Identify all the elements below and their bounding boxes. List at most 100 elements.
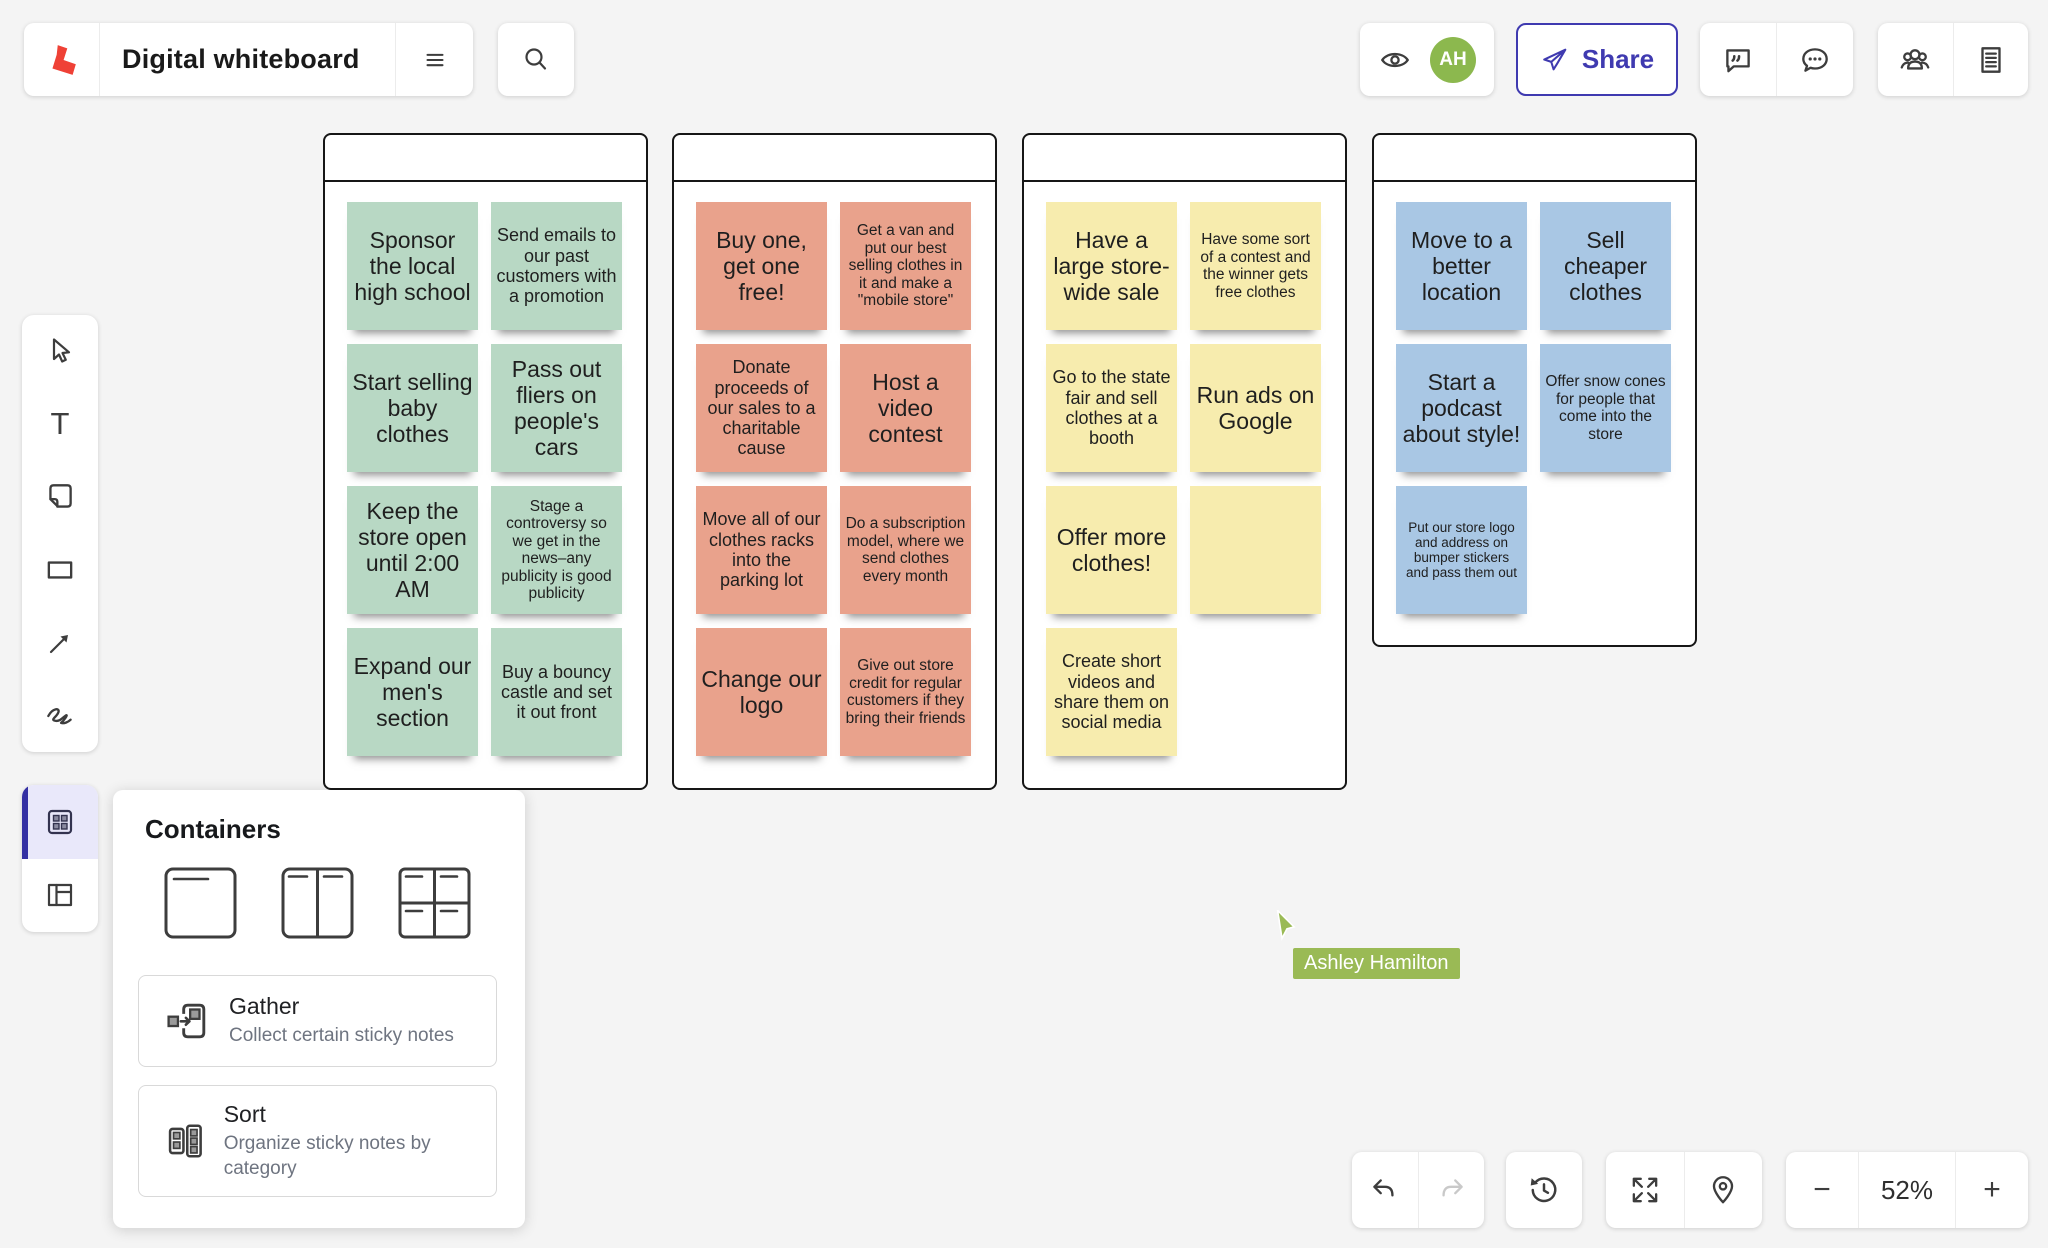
collaboration-card: [1878, 23, 2028, 96]
divider: [1955, 1152, 1956, 1228]
sticky-note[interactable]: Keep the store open until 2:00 AM: [347, 486, 478, 614]
organize-sidebar: [22, 785, 98, 932]
visibility-button[interactable]: [1378, 23, 1412, 96]
collaborators-icon: [1900, 48, 1930, 70]
comment-button[interactable]: [1700, 23, 1776, 96]
container-header[interactable]: [325, 135, 646, 182]
redo-button[interactable]: [1419, 1152, 1485, 1228]
sticky-note[interactable]: Sponsor the local high school: [347, 202, 478, 330]
divider: [1776, 23, 1777, 96]
container-header[interactable]: [674, 135, 995, 182]
chat-ellipsis-icon: [1802, 47, 1828, 72]
sticky-note[interactable]: Buy one, get one free!: [696, 202, 827, 330]
container-salmon[interactable]: Buy one, get one free!Get a van and put …: [672, 133, 997, 790]
zoom-out-button[interactable]: −: [1786, 1152, 1858, 1228]
container-header[interactable]: [1024, 135, 1345, 182]
four-quadrant-container-option[interactable]: [397, 866, 472, 940]
container-body: Buy one, get one free!Get a van and put …: [674, 182, 995, 770]
avatar[interactable]: AH: [1430, 36, 1476, 83]
fullscreen-icon: [1632, 1177, 1658, 1203]
sticky-note[interactable]: Have a large store-wide sale: [1046, 202, 1177, 330]
text-tool[interactable]: T: [22, 388, 98, 461]
container-layout-options: [163, 866, 472, 940]
sort-description: Organize sticky notes by category: [223, 1132, 431, 1179]
undo-button[interactable]: [1352, 1152, 1418, 1228]
sticky-note[interactable]: Expand our men's section: [347, 628, 478, 756]
history-button[interactable]: [1506, 1152, 1582, 1228]
notes-button[interactable]: [1954, 23, 2029, 96]
sticky-note[interactable]: Create short videos and share them on so…: [1046, 628, 1177, 756]
sticky-note[interactable]: [1190, 486, 1321, 614]
text-tool-icon: T: [50, 406, 70, 442]
tools-sidebar: T: [22, 315, 98, 752]
sticky-note[interactable]: Move to a better location: [1396, 202, 1527, 330]
chat-button[interactable]: [1777, 23, 1853, 96]
gather-action[interactable]: Gather Collect certain sticky notes: [138, 975, 497, 1067]
arrow-icon: [49, 634, 68, 653]
sticky-note[interactable]: Start a podcast about style!: [1396, 344, 1527, 472]
menu-button[interactable]: [396, 23, 473, 96]
sticky-note[interactable]: Give out store credit for regular custom…: [840, 628, 971, 756]
sticky-note[interactable]: Go to the state fair and sell clothes at…: [1046, 344, 1177, 472]
sort-action[interactable]: Sort Organize sticky notes by category: [138, 1085, 497, 1197]
sort-icon: [168, 1124, 202, 1158]
layout-tool[interactable]: [22, 859, 98, 933]
locate-button[interactable]: [1685, 1152, 1763, 1228]
sticky-note[interactable]: Run ads on Google: [1190, 344, 1321, 472]
zoom-in-button[interactable]: +: [1956, 1152, 2028, 1228]
collaborators-button[interactable]: [1878, 23, 1953, 96]
sticky-note[interactable]: Sell cheaper clothes: [1540, 202, 1671, 330]
collaborator-name-label: Ashley Hamilton: [1293, 948, 1460, 979]
sticky-note[interactable]: Buy a bouncy castle and set it out front: [491, 628, 622, 756]
sticky-note[interactable]: Pass out fliers on people's cars: [491, 344, 622, 472]
sticky-note[interactable]: Offer snow cones for people that come in…: [1540, 344, 1671, 472]
undo-redo-card: [1352, 1152, 1484, 1228]
collaborator-cursor-icon: [1270, 910, 1296, 944]
sticky-note[interactable]: Send emails to our past customers with a…: [491, 202, 622, 330]
title-card: Digital whiteboard: [24, 23, 473, 96]
shape-tool[interactable]: [22, 533, 98, 606]
draw-tool[interactable]: [22, 679, 98, 752]
sticky-note[interactable]: Get a van and put our best selling cloth…: [840, 202, 971, 330]
divider: [1952, 23, 1954, 96]
sticky-note[interactable]: Put our store logo and address on bumper…: [1396, 486, 1527, 614]
layout-icon: [47, 884, 73, 907]
sticky-note[interactable]: Change our logo: [696, 628, 827, 756]
gather-icon: [167, 1003, 206, 1039]
sticky-note[interactable]: Host a video contest: [840, 344, 971, 472]
sticky-note[interactable]: Move all of our clothes racks into the p…: [696, 486, 827, 614]
divider: [1858, 1152, 1859, 1228]
share-button[interactable]: Share: [1516, 23, 1678, 96]
select-tool[interactable]: [22, 315, 98, 388]
presence-card: AH: [1360, 23, 1494, 96]
board-title[interactable]: Digital whiteboard: [122, 44, 360, 74]
sticky-note[interactable]: Have some sort of a contest and the winn…: [1190, 202, 1321, 330]
search-button[interactable]: [498, 23, 574, 96]
sticky-note[interactable]: Offer more clothes!: [1046, 486, 1177, 614]
gather-description: Collect certain sticky notes: [229, 1025, 454, 1047]
fullscreen-button[interactable]: [1606, 1152, 1684, 1228]
single-container-option[interactable]: [163, 866, 238, 940]
sort-grid-icon: [47, 809, 73, 834]
sticky-note[interactable]: Stage a controversy so we get in the new…: [491, 486, 622, 614]
app-logo[interactable]: [24, 23, 99, 96]
arrow-tool[interactable]: [22, 606, 98, 679]
sticky-note[interactable]: Donate proceeds of our sales to a charit…: [696, 344, 827, 472]
sticky-note[interactable]: Do a subscription model, where we send c…: [840, 486, 971, 614]
container-header[interactable]: [1374, 135, 1695, 182]
sort-tool[interactable]: [22, 785, 98, 859]
sticky-note[interactable]: Start selling baby clothes: [347, 344, 478, 472]
comment-quote-icon: [1726, 48, 1750, 72]
divider: [99, 23, 100, 96]
history-icon: [1530, 1177, 1557, 1203]
undo-icon: [1372, 1179, 1394, 1197]
zoom-in-icon: +: [1983, 1173, 2001, 1206]
rectangle-icon: [47, 561, 73, 579]
sticky-note-tool[interactable]: [22, 461, 98, 534]
two-column-container-option[interactable]: [280, 866, 355, 940]
zoom-level[interactable]: 52%: [1880, 1174, 1934, 1205]
